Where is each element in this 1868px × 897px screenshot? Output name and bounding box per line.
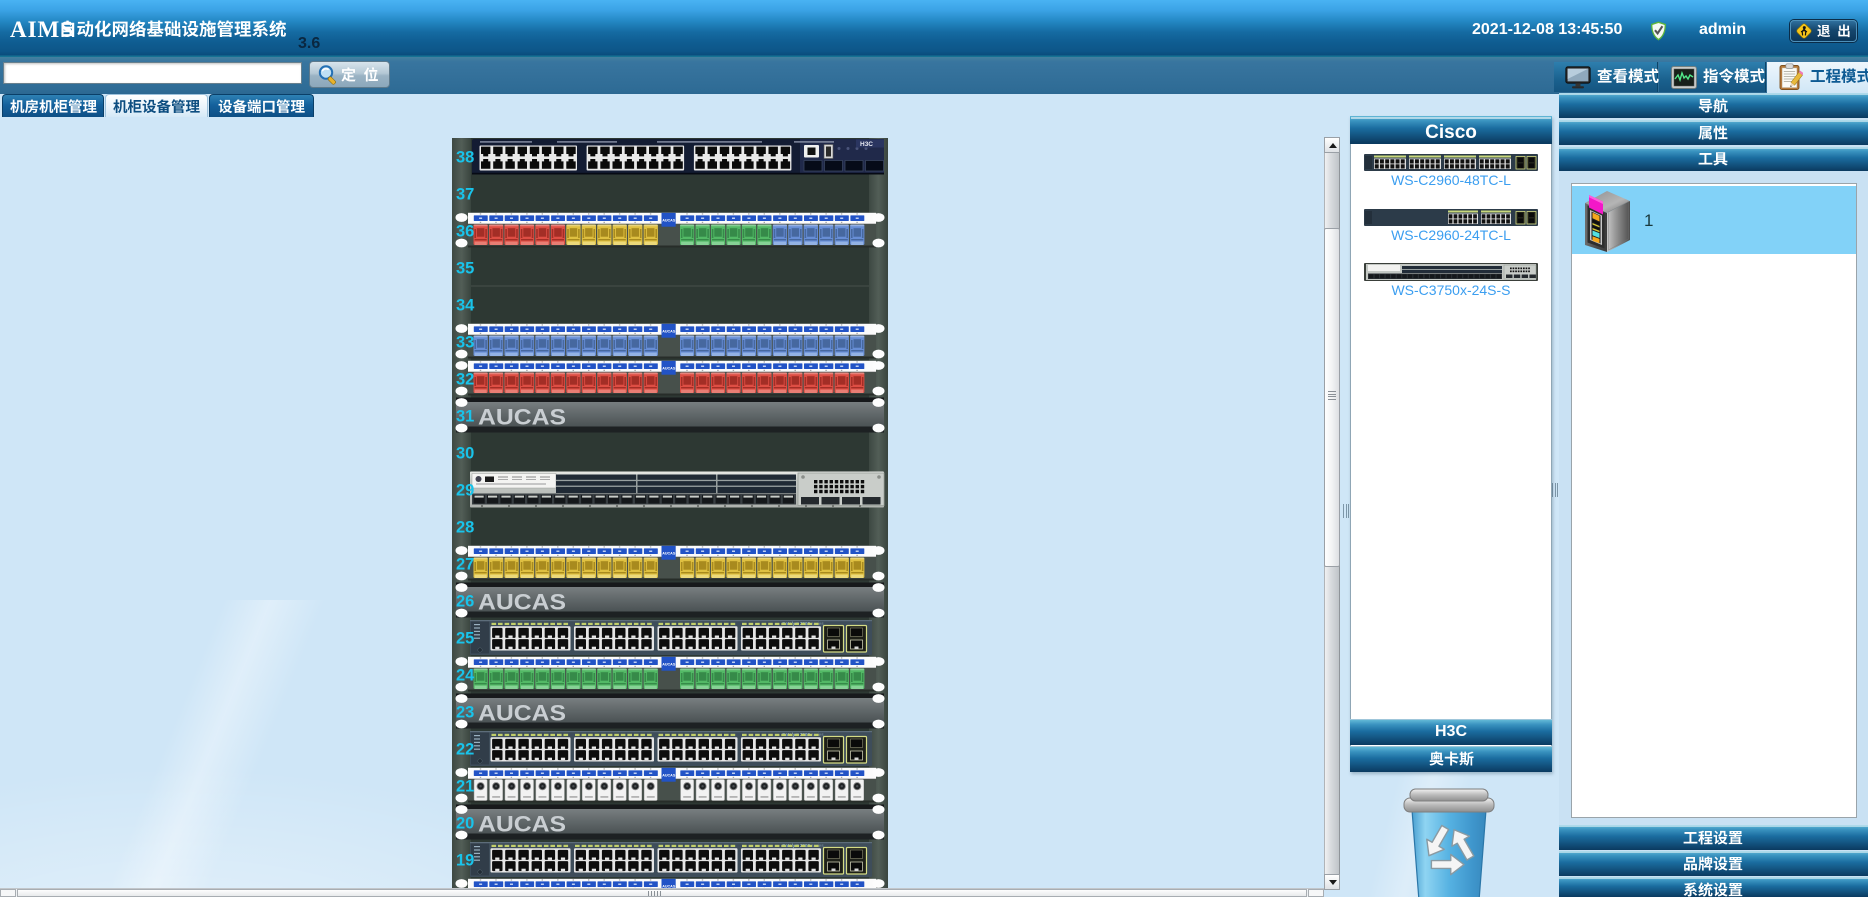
- svg-text:35: 35: [456, 260, 474, 278]
- svg-text:34: 34: [456, 297, 475, 315]
- svg-text:37: 37: [456, 186, 474, 204]
- svg-text:H3C: H3C: [860, 141, 873, 148]
- svg-text:31: 31: [456, 408, 474, 426]
- svg-text:38: 38: [456, 149, 474, 167]
- svg-text:28: 28: [456, 519, 474, 537]
- svg-text:AUCAS: AUCAS: [662, 552, 676, 556]
- svg-text:25: 25: [456, 630, 474, 648]
- svg-text:26: 26: [456, 593, 474, 611]
- svg-text:AUCAS: AUCAS: [478, 590, 566, 615]
- svg-text:32: 32: [456, 371, 474, 389]
- svg-text:27: 27: [456, 556, 474, 574]
- svg-text:33: 33: [456, 334, 474, 352]
- svg-text:30: 30: [456, 445, 474, 463]
- svg-text:AUCAS: AUCAS: [662, 885, 676, 889]
- svg-text:29: 29: [456, 482, 474, 500]
- svg-text:AUCAS: AUCAS: [478, 405, 566, 430]
- svg-text:20: 20: [456, 815, 474, 833]
- svg-text:AUCAS: AUCAS: [478, 701, 566, 726]
- svg-text:19: 19: [456, 852, 474, 870]
- svg-text:AUCAS: AUCAS: [478, 812, 566, 837]
- svg-text:22: 22: [456, 741, 474, 759]
- svg-text:AUCAS: AUCAS: [662, 663, 676, 667]
- svg-text:AUCAS: AUCAS: [662, 367, 676, 371]
- svg-text:23: 23: [456, 704, 474, 722]
- svg-text:24: 24: [456, 667, 475, 685]
- svg-text:AUCAS: AUCAS: [662, 330, 676, 334]
- svg-text:36: 36: [456, 223, 474, 241]
- svg-text:21: 21: [456, 778, 474, 796]
- svg-text:AUCAS: AUCAS: [662, 774, 676, 778]
- svg-text:AUCAS: AUCAS: [662, 219, 676, 223]
